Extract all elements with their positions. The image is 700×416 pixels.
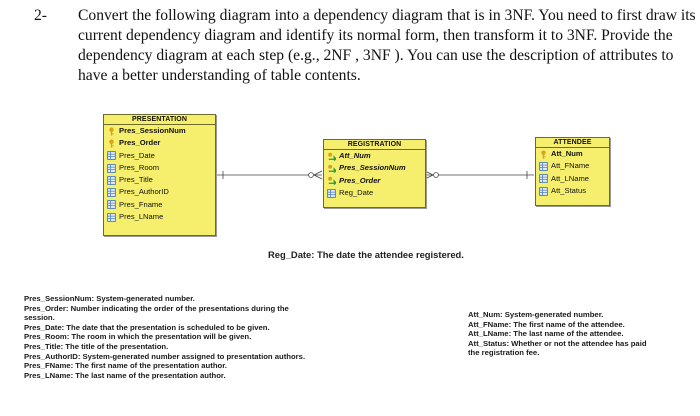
attribute-row: Pres_Room [104,162,215,174]
entity-registration-title: REGISTRATION [324,140,425,150]
attribute-row: Pres_Date [104,150,215,162]
attribute-label: Pres_Order [339,175,381,185]
foreign-key-icon [328,164,336,173]
key-icon [109,127,114,136]
attribute-row: Pres_Fname [104,199,215,211]
attribute-label: Pres_AuthorID [119,187,169,197]
crowfoot-registration-right [424,170,439,180]
note-line: Att_FName: The first name of the attende… [468,319,625,329]
attribute-label: Att_FName [551,161,590,171]
field-icon [107,176,116,185]
attribute-label: Reg_Date [339,187,374,197]
attribute-row: Pres_SessionNum [324,162,425,174]
attribute-label: Pres_Date [119,150,155,160]
foreign-key-icon [328,176,336,186]
attribute-label: Pres_LName [119,212,164,222]
attribute-label: Pres_SessionNum [119,126,186,135]
attribute-label: Pres_Room [119,162,160,172]
field-icon [539,162,548,171]
note-line: Pres_Title: The title of the presentatio… [24,341,169,351]
reg-date-caption: Reg_Date: The date the attendee register… [268,249,464,260]
attribute-row: Pres_AuthorID [104,186,215,198]
note-line: Att_Status: Whether or not the attendee … [468,338,647,348]
field-icon [107,188,116,197]
attribute-row: Reg_Date [324,187,425,199]
field-icon [107,163,116,173]
attribute-row: Pres_SessionNum [104,125,215,137]
attribute-label: Att_Status [551,185,587,195]
entity-presentation-title: PRESENTATION [104,115,215,125]
attribute-row: Pres_Title [104,174,215,186]
attribute-row: Pres_LName [104,211,215,223]
attribute-label: Att_LName [551,173,589,183]
question-text: Convert the following diagram into a dep… [78,7,696,84]
field-icon [107,212,116,222]
note-line: Att_Num: System-generated number. [468,310,604,319]
attribute-label: Att_Num [339,151,371,160]
note-line: Att_LName: The last name of the attendee… [468,329,624,339]
note-line: Pres_AuthorID: System-generated number a… [24,351,306,361]
note-line: Pres_Date: The date that the presentatio… [24,322,270,332]
field-icon [107,200,116,210]
foreign-key-icon [328,152,336,161]
question: 2- Convert the following diagram into a … [34,6,698,86]
note-line: the registration fee. [468,348,540,358]
attribute-label: Pres_Order [119,138,161,148]
attribute-row: Att_Num [536,148,609,160]
field-icon [539,186,548,196]
field-icon [327,188,336,198]
note-line: Pres_Order: Number indicating the order … [24,303,289,313]
key-icon [109,139,114,148]
entity-attendee-title: ATTENDEE [536,138,609,148]
attribute-row: Att_Status [536,185,609,197]
attendee-attribute-notes: Att_Num: System-generated number.Att_FNa… [468,310,647,358]
attribute-row: Pres_Order [104,137,215,149]
field-icon [107,151,116,161]
crowfoot-registration-left [308,170,323,180]
attribute-row: Att_Num [324,150,425,162]
attribute-label: Pres_SessionNum [339,163,406,173]
attribute-label: Pres_Title [119,175,153,185]
note-line: Pres_FName: The first name of the presen… [24,361,227,371]
question-number: 2- [34,7,47,24]
field-icon [539,174,548,184]
attribute-row: Att_FName [536,160,609,172]
attribute-row: Pres_Order [324,175,425,187]
attribute-label: Pres_Fname [119,199,163,209]
key-icon [541,150,546,159]
note-line: Pres_SessionNum: System-generated number… [24,294,195,303]
presentation-attribute-notes: Pres_SessionNum: System-generated number… [24,294,305,380]
note-line: session. [24,313,55,323]
attribute-row: Att_LName [536,173,609,185]
note-line: Pres_LName: The last name of the present… [24,370,226,380]
attribute-label: Att_Num [551,149,583,158]
note-line: Pres_Room: The room in which the present… [24,332,252,342]
